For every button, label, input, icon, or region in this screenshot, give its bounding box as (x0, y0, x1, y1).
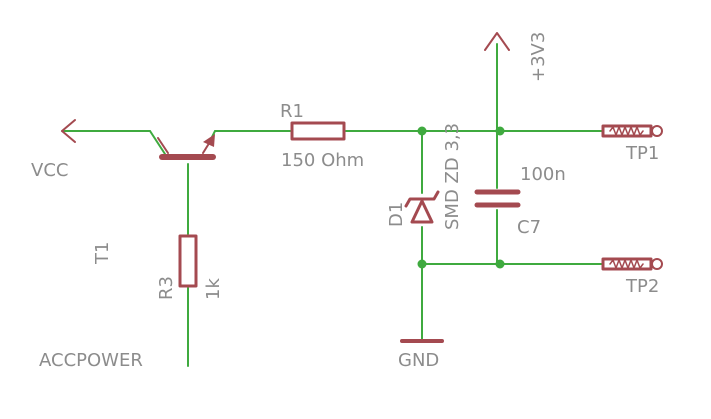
accpower-label: ACCPOWER (39, 350, 143, 371)
tp1-label: TP1 (625, 143, 659, 164)
r1-value-label: 150 Ohm (281, 150, 364, 171)
junction-dot (417, 259, 427, 269)
testpoint-tip-icon (651, 258, 663, 270)
junctions (417, 126, 505, 269)
supply-3v3-arrow-icon (484, 32, 510, 51)
d1-value-label: SMD ZD 3,3 (442, 123, 463, 230)
r1-label: R1 (280, 101, 304, 122)
wires (61, 43, 603, 367)
t1-label: T1 (92, 242, 113, 265)
wire-emitter-r1 (209, 130, 291, 142)
r3-value-label: 1k (203, 278, 224, 300)
supply-3v3-label: +3V3 (528, 32, 549, 82)
junction-dot (495, 126, 505, 136)
resistor-r1-body (290, 121, 346, 141)
junction-dot (495, 259, 505, 269)
testpoint-tip-icon (651, 125, 663, 137)
testpoint-tp1 (601, 124, 663, 138)
zener-bar (404, 190, 440, 208)
capacitor-c7 (474, 189, 521, 208)
c7-value-label: 100n (520, 164, 566, 185)
vcc-label: VCC (31, 160, 68, 181)
testpoint-coil (609, 126, 644, 136)
tp2-label: TP2 (625, 276, 659, 297)
vcc-arrow-icon (61, 119, 76, 143)
junction-dot (417, 126, 427, 136)
gnd-label: GND (398, 350, 439, 371)
resistor-r3-body (178, 234, 198, 288)
transistor-collector-leg (157, 137, 169, 154)
d1-label: D1 (386, 202, 407, 227)
r3-label: R3 (156, 276, 177, 300)
c7-label: C7 (517, 217, 541, 238)
diode-triangle (410, 199, 434, 224)
testpoint-tp2 (601, 257, 663, 271)
transistor-t1 (157, 134, 216, 160)
emitter-arrow-icon (203, 134, 215, 147)
zener-diode-d1 (404, 190, 440, 224)
wire-vcc (61, 130, 166, 155)
testpoint-coil (609, 259, 644, 269)
